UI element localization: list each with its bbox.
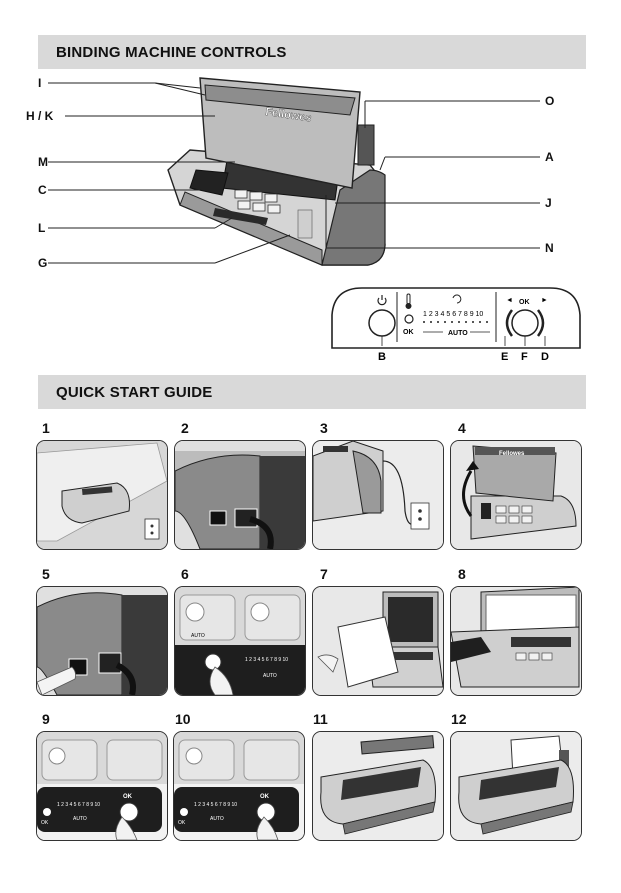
callout-j: J	[545, 196, 552, 210]
step-6-illustration: AUTO 1 2 3 4 5 6 7 8 9 10 AUTO	[175, 587, 305, 695]
ok-right-label: OK	[519, 299, 530, 306]
ok-label: OK	[403, 329, 414, 336]
step-number-10: 10	[175, 711, 191, 727]
step-3-illustration	[313, 441, 443, 549]
step-number-12: 12	[451, 711, 467, 727]
callout-hk: H / K	[26, 109, 54, 123]
auto-label: AUTO	[448, 330, 468, 337]
controls-title: BINDING MACHINE CONTROLS	[56, 44, 287, 61]
ready-light	[404, 314, 414, 324]
right-arrow-button[interactable]	[536, 309, 545, 337]
machine-illustration: Fellowes	[167, 77, 386, 266]
label-f: F	[521, 351, 528, 363]
step-number-4: 4	[458, 420, 466, 436]
step-number-7: 7	[320, 566, 328, 582]
power-icon	[377, 295, 387, 306]
step4-brand: Fellowes	[499, 451, 525, 457]
step6-auto-bar: AUTO	[263, 673, 277, 679]
label-b: B	[378, 351, 386, 363]
step-number-5: 5	[42, 566, 50, 582]
label-d: D	[541, 351, 549, 363]
callout-l: L	[38, 221, 45, 235]
step-panel-9: OK 1 2 3 4 5 6 7 8 9 10 AUTO OK	[36, 731, 168, 841]
step-number-11: 11	[313, 711, 328, 727]
step-panel-12	[450, 731, 582, 841]
step6-auto: AUTO	[191, 633, 205, 639]
step-panel-6: AUTO 1 2 3 4 5 6 7 8 9 10 AUTO	[174, 586, 306, 696]
step-2-illustration	[175, 441, 305, 549]
step-5-illustration	[37, 587, 167, 695]
callout-a: A	[545, 150, 554, 164]
step-panel-11	[312, 731, 444, 841]
step9-scale: 1 2 3 4 5 6 7 8 9 10	[57, 802, 100, 808]
step9-auto: AUTO	[73, 816, 87, 822]
step-number-8: 8	[458, 566, 466, 582]
quickstart-header: QUICK START GUIDE	[38, 375, 586, 409]
quickstart-title: QUICK START GUIDE	[56, 384, 213, 401]
step6-scale: 1 2 3 4 5 6 7 8 9 10	[245, 657, 288, 663]
counter-leds	[423, 321, 488, 323]
label-e: E	[501, 351, 508, 363]
controls-header: BINDING MACHINE CONTROLS	[38, 35, 586, 69]
left-arrow-button[interactable]	[505, 309, 514, 337]
step-panel-10: OK 1 2 3 4 5 6 7 8 9 10 AUTO OK	[173, 731, 305, 841]
step-number-1: 1	[42, 420, 50, 436]
callout-m: M	[38, 155, 48, 169]
step10-scale: 1 2 3 4 5 6 7 8 9 10	[194, 802, 237, 808]
left-arrow-label: ◄	[506, 297, 513, 304]
ok-button[interactable]	[511, 309, 539, 337]
step-panel-2	[174, 440, 306, 550]
step10-ok-btn: OK	[260, 794, 270, 800]
step-panel-3	[312, 440, 444, 550]
counter-icon	[452, 294, 462, 304]
step-8-illustration	[451, 587, 581, 695]
counter-scale: 1 2 3 4 5 6 7 8 9 10	[423, 311, 483, 318]
step10-auto: AUTO	[210, 816, 224, 822]
step-7-illustration	[313, 587, 443, 695]
step-panel-8	[450, 586, 582, 696]
step-11-illustration	[313, 732, 443, 840]
step-10-illustration: OK 1 2 3 4 5 6 7 8 9 10 AUTO OK	[174, 732, 304, 840]
step-number-3: 3	[320, 420, 328, 436]
step9-ok: OK	[41, 820, 49, 826]
power-button[interactable]	[368, 309, 396, 337]
step-number-6: 6	[181, 566, 189, 582]
machine-diagram: Fellowes I H / K M C L G O A J	[26, 76, 581, 363]
right-arrow-label: ►	[541, 297, 548, 304]
callout-i: I	[38, 76, 41, 90]
callout-c: C	[38, 183, 47, 197]
step-panel-7	[312, 586, 444, 696]
step-9-illustration: OK 1 2 3 4 5 6 7 8 9 10 AUTO OK	[37, 732, 167, 840]
step-1-illustration	[37, 441, 167, 549]
callout-g: G	[38, 256, 47, 270]
thermometer-icon	[405, 293, 412, 309]
callout-o: O	[545, 94, 554, 108]
step-number-9: 9	[42, 711, 50, 727]
step-4-illustration: Fellowes	[451, 441, 581, 549]
step10-ok: OK	[178, 820, 186, 826]
step-12-illustration	[451, 732, 581, 840]
control-panel: OK 1 2 3 4 5 6 7 8 9 10 AUTO ◄ OK ► B E	[331, 287, 581, 363]
callout-n: N	[545, 241, 554, 255]
step-panel-5	[36, 586, 168, 696]
step-panel-1	[36, 440, 168, 550]
step-panel-4: Fellowes	[450, 440, 582, 550]
step-number-2: 2	[181, 420, 189, 436]
step9-ok-btn: OK	[123, 794, 133, 800]
